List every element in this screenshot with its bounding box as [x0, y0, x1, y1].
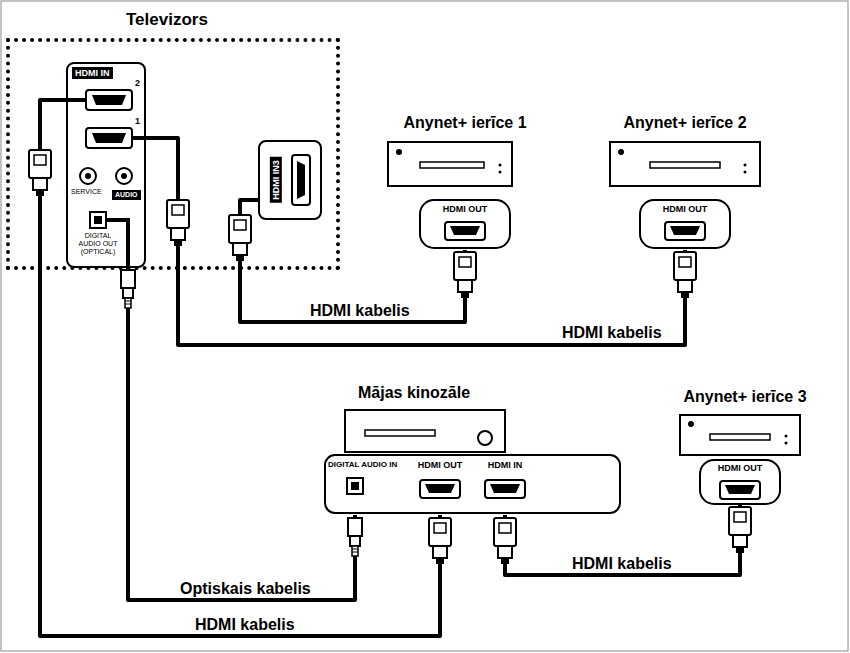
cable-connector	[505, 505, 740, 575]
cable-label: HDMI kabelis	[192, 615, 298, 634]
cable-connector	[146, 138, 685, 345]
port-label: SERVICE	[71, 188, 102, 196]
port-label: HDMI OUT	[718, 463, 763, 473]
device-label: Mājas kinozāle	[358, 384, 470, 402]
home-theater-box: Mājas kinozāleDIGITAL AUDIO IN HDMI OUT HD…	[322, 382, 622, 515]
cable-label: HDMI kabelis	[569, 554, 675, 573]
cable-label: HDMI kabelis	[307, 301, 413, 320]
device-label: Anynet+ ierīce 2	[623, 114, 746, 132]
tv-connector-panel: HDMI IN 2 1SERVICE AUDIO DIGITAL AUDIO OUT (…	[66, 62, 146, 268]
tv-ports	[68, 90, 146, 266]
tv-heading: Televizors	[126, 10, 208, 30]
cable-connector	[40, 100, 440, 636]
tv-region: TelevizorsHDMI IN21SERVICEAUDIODIGITAL A…	[6, 38, 340, 270]
device-label: Anynet+ ierīce 3	[683, 388, 806, 406]
port-label: HDMI OUT	[663, 204, 708, 214]
port-number: 2	[135, 78, 140, 88]
cable-plugs	[29, 150, 751, 564]
port-label: HDMI OUT	[418, 460, 463, 470]
port-number: 1	[135, 116, 140, 126]
port-label: HDMI IN3	[270, 157, 282, 203]
device-box: Anynet+ ierīce 3 HDMI OUT	[665, 386, 833, 505]
device-3	[680, 415, 800, 504]
port-group-label: HDMI IN	[72, 67, 113, 79]
cable-label: HDMI kabelis	[559, 323, 665, 342]
port-label: AUDIO	[112, 190, 141, 200]
device-box: Anynet+ ierīce 2 HDMI OUT	[590, 112, 780, 250]
device-1	[388, 142, 512, 248]
device-label: Anynet+ ierīce 1	[403, 114, 526, 132]
hdmi-in3-port	[292, 155, 310, 205]
hdmi-in3-panel: HDMI IN3	[258, 140, 322, 220]
port-label: HDMI IN	[488, 460, 523, 470]
port-label: DIGITAL AUDIO OUT (OPTICAL)	[74, 232, 122, 256]
home-theater	[325, 410, 620, 513]
port-label: DIGITAL AUDIO IN	[328, 460, 397, 469]
device-2	[610, 142, 760, 248]
port-label: HDMI OUT	[443, 204, 488, 214]
device-box: Anynet+ ierīce 1 HDMI OUT	[370, 112, 560, 250]
cable-label: Optiskais kabelis	[177, 579, 314, 598]
